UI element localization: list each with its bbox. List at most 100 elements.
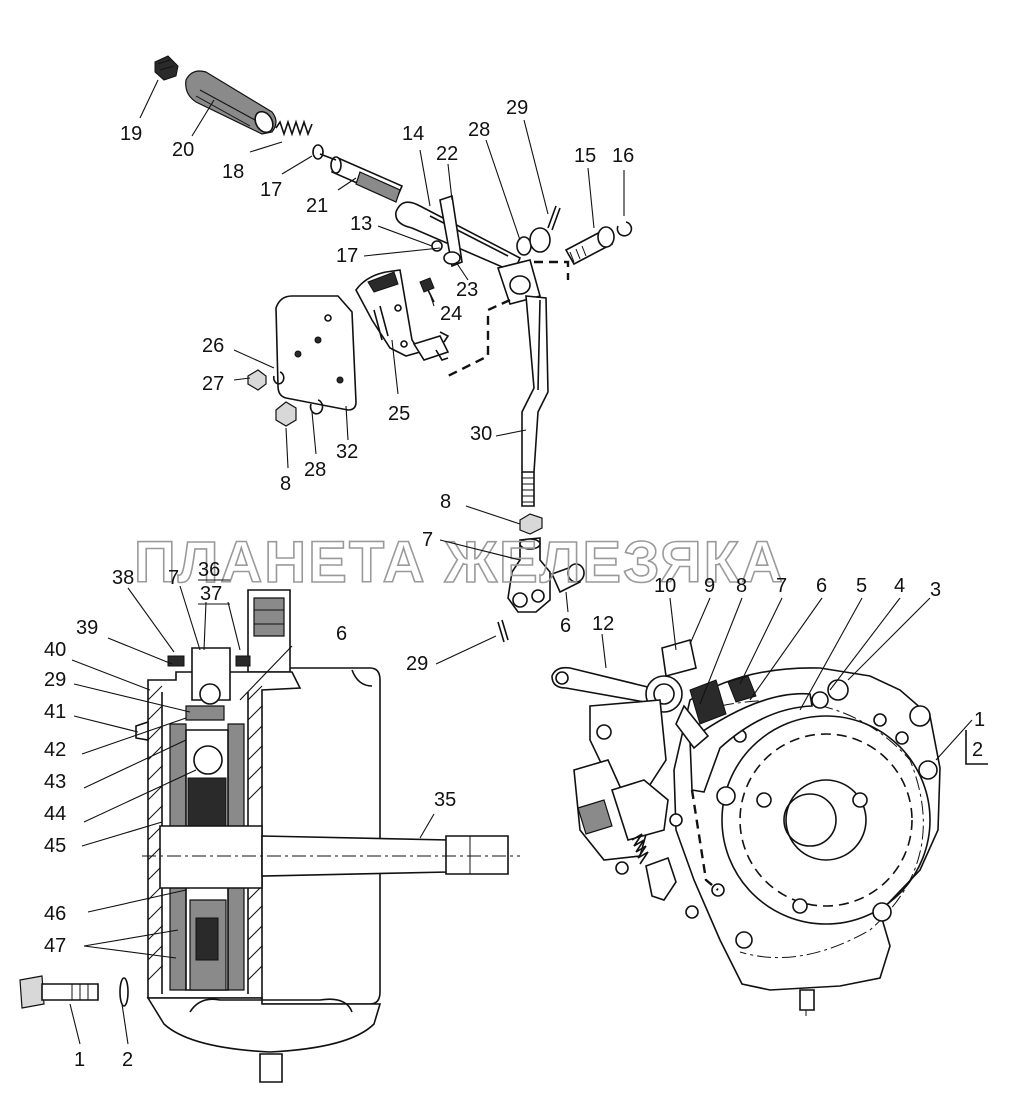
cotter-pin-29-top (547, 205, 561, 231)
label-16: 16 (612, 145, 634, 167)
drain-bolt (259, 1053, 283, 1083)
spring-18 (275, 119, 313, 137)
cap-nut-19 (154, 55, 179, 81)
rod-21 (319, 153, 404, 203)
label-5: 5 (856, 575, 867, 597)
label-43: 43 (44, 771, 66, 793)
label-20: 20 (172, 139, 194, 161)
bracket-22 (439, 194, 463, 268)
label-6-left: 6 (336, 623, 347, 645)
flange-circle (721, 715, 931, 925)
label-14: 14 (402, 123, 424, 145)
watermark-text: ПЛАНЕТА ЖЕЛЕЗЯКА (134, 530, 785, 595)
drain-plug-right (799, 989, 815, 1011)
label-25: 25 (388, 403, 410, 425)
valve-body-left (573, 699, 677, 901)
curved-lever-5 (689, 692, 813, 793)
cover-plate-32 (275, 295, 357, 411)
clip-small (435, 331, 450, 361)
label-45: 45 (44, 835, 66, 857)
pedal-rod-30 (521, 295, 549, 507)
part-number-labels: 19 20 18 17 21 14 22 28 29 15 16 13 17 2… (44, 97, 985, 1071)
washer-17-top (312, 144, 324, 160)
label-8-center: 8 (440, 491, 451, 513)
label-10: 10 (654, 575, 676, 597)
label-7-center: 7 (422, 529, 433, 551)
top-valve-cap (167, 647, 251, 721)
label-22: 22 (436, 143, 458, 165)
ball-44 (193, 745, 223, 775)
label-2-right: 2 (972, 739, 983, 761)
circlip-16 (616, 221, 633, 237)
label-3: 3 (930, 579, 941, 601)
label-29-top: 29 (506, 97, 528, 119)
label-17-mid: 17 (336, 245, 358, 267)
label-12: 12 (592, 613, 614, 635)
washer-26 (272, 371, 285, 385)
label-1-left: 1 (74, 1049, 85, 1071)
bolt-1-left (19, 975, 99, 1009)
label-17-top: 17 (260, 179, 282, 201)
bushing-pivot (529, 227, 551, 253)
label-23: 23 (456, 279, 478, 301)
label-21: 21 (306, 195, 328, 217)
label-46: 46 (44, 903, 66, 925)
label-24: 24 (440, 303, 462, 325)
nut-8-left (275, 401, 297, 427)
sector-plate-25 (355, 269, 450, 361)
washer-17-mid (431, 240, 443, 252)
label-7-left: 7 (168, 567, 179, 589)
label-39: 39 (76, 617, 98, 639)
clamp-6 (727, 675, 757, 703)
label-30: 30 (470, 423, 492, 445)
connection-dashed-a (534, 260, 570, 280)
housing-base (146, 997, 382, 1053)
label-35: 35 (434, 789, 456, 811)
clamp-7 (689, 679, 727, 725)
spring-valve (631, 833, 649, 865)
label-37: 37 (200, 583, 222, 605)
label-4: 4 (894, 575, 905, 597)
mounting-holes (669, 679, 938, 949)
shaft-35 (142, 825, 520, 889)
label-2-left: 2 (122, 1049, 133, 1071)
label-27: 27 (202, 373, 224, 395)
label-29-left: 29 (44, 669, 66, 691)
label-13: 13 (350, 213, 372, 235)
label-19: 19 (120, 123, 142, 145)
clevis-pin-6 (550, 563, 585, 594)
connection-dashed-b (443, 298, 511, 380)
cotter-pin-29-center (497, 619, 509, 643)
label-6-center: 6 (560, 615, 571, 637)
label-1-right: 1 (974, 709, 985, 731)
label-40: 40 (44, 639, 66, 661)
nut-8-center (519, 513, 543, 535)
label-44: 44 (44, 803, 66, 825)
label-26: 26 (202, 335, 224, 357)
label-32: 32 (336, 441, 358, 463)
side-plug-41 (135, 720, 149, 741)
label-8-left: 8 (280, 473, 291, 495)
label-7-right: 7 (776, 575, 787, 597)
cylinder-section-assembly (19, 589, 520, 1083)
label-36: 36 (198, 559, 220, 581)
label-41: 41 (44, 701, 66, 723)
pin-23 (443, 251, 461, 265)
label-9: 9 (704, 575, 715, 597)
arm-12 (551, 666, 661, 705)
label-42: 42 (44, 739, 66, 761)
label-38: 38 (112, 567, 134, 589)
center-bore (783, 793, 837, 847)
washer-28-top (516, 236, 532, 256)
upper-linkage-assembly (154, 55, 633, 643)
washer-2-left (119, 977, 129, 1007)
nut-27 (247, 369, 267, 391)
label-29-center: 29 (406, 653, 428, 675)
label-15: 15 (574, 145, 596, 167)
label-47: 47 (44, 935, 66, 957)
label-6-right: 6 (816, 575, 827, 597)
label-28-left: 28 (304, 459, 326, 481)
clevis-7-center (507, 537, 551, 613)
label-28-top: 28 (468, 119, 490, 141)
